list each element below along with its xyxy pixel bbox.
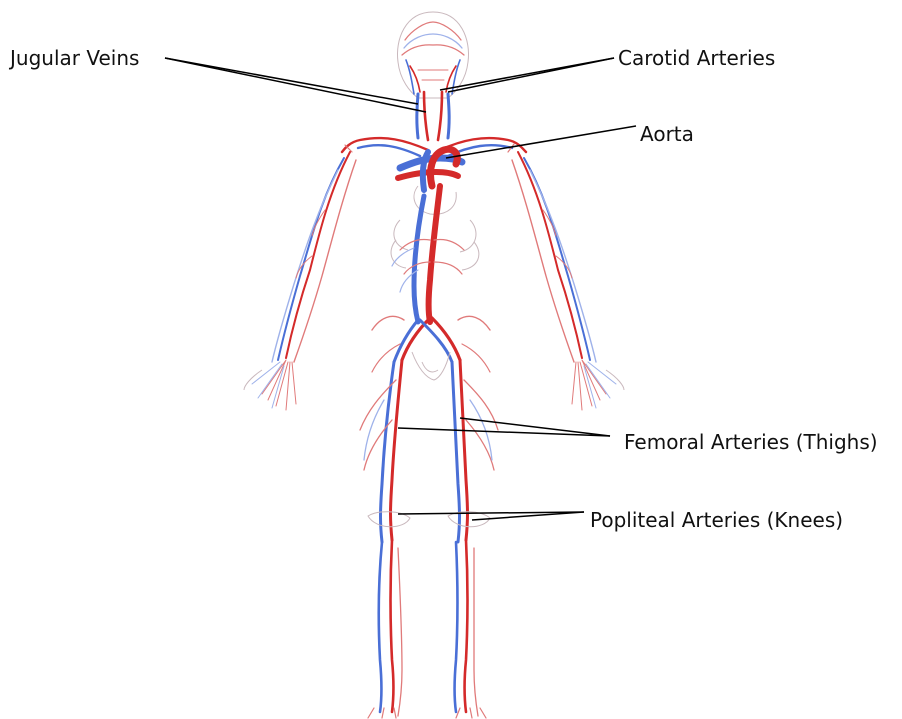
right-hand-vessels [572,360,624,410]
popliteal-arteries-label: Popliteal Arteries (Knees) [590,508,843,532]
femoral-leader-lines [398,418,610,436]
aorta-label: Aorta [640,122,694,146]
right-leg-vessels [448,360,498,718]
heart-vessels [398,149,462,214]
aorta-leader-line [446,126,636,158]
femoral-arteries-label: Femoral Arteries (Thighs) [624,430,878,454]
neck-vessels [417,92,449,140]
popliteal-leader-lines [398,512,584,520]
jugular-veins-label: Jugular Veins [10,46,139,70]
jugular-leader-lines [165,58,426,112]
left-leg-vessels [360,360,410,718]
left-hand-vessels [244,360,296,410]
right-arm-vessels [512,152,596,362]
torso-vessels [391,186,479,322]
head-vessels [397,12,468,98]
carotid-leader-lines [440,58,614,92]
carotid-arteries-label: Carotid Arteries [618,46,775,70]
pelvis-vessels [372,316,490,380]
left-arm-vessels [272,152,356,362]
